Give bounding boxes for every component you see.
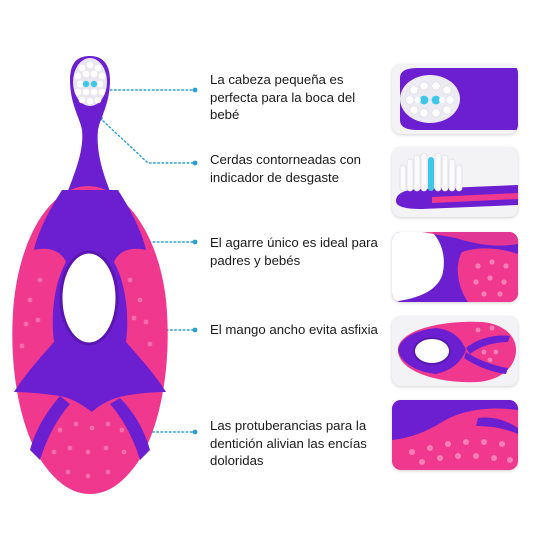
detail-image-head [392, 64, 518, 134]
detail-image-handle [392, 316, 518, 386]
bristles [73, 58, 107, 106]
detail-image-grip [392, 232, 518, 302]
feature-text-unique-grip: El agarre único es ideal para padres y b… [210, 235, 378, 268]
teething-bumps [19, 277, 153, 479]
feature-text-contoured-bristles: Cerdas contorneadas con indicador de des… [210, 152, 362, 185]
detail-image-teethers [392, 400, 518, 470]
detail-image-bristles [392, 147, 518, 217]
toothbrush [12, 56, 168, 494]
grip-hole [59, 250, 119, 346]
feature-text-small-head: La cabeza pequeña es perfecta para la bo… [210, 72, 356, 122]
feature-text-teething-bumps: Las protuberancias para la dentición ali… [210, 418, 367, 468]
feature-text-wide-handle: El mango ancho evita asfixia [210, 322, 378, 337]
callout-line-bristles [99, 117, 196, 164]
wear-indicator [82, 80, 98, 88]
